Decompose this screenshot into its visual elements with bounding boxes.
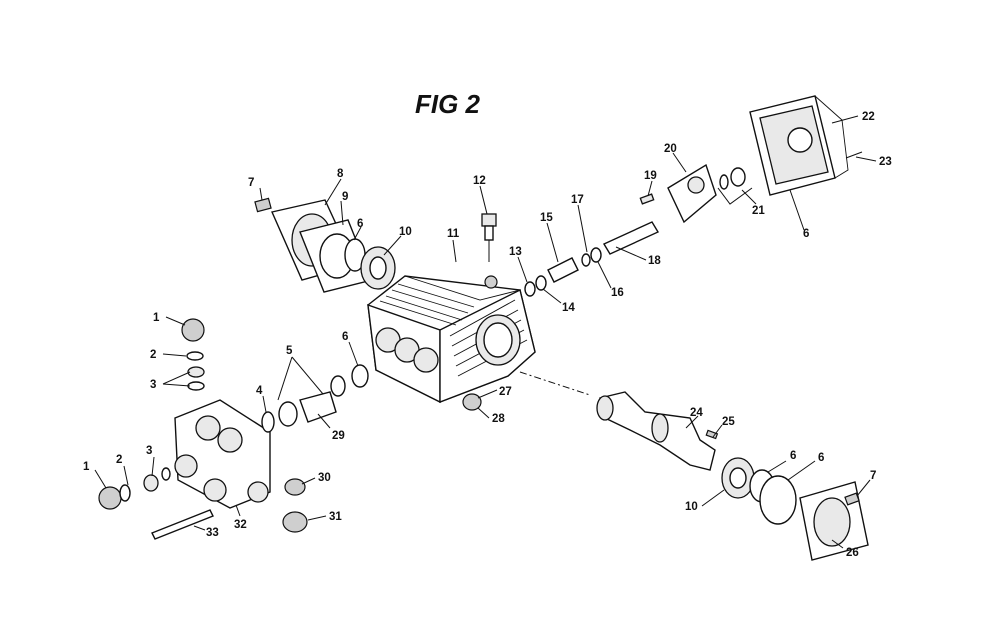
callout-label: 17: [571, 194, 584, 206]
callout-label: 1: [83, 461, 90, 473]
callout-label: 1: [153, 312, 160, 324]
callout-label: 29: [332, 430, 345, 442]
callout-label: 23: [879, 156, 892, 168]
oil-dipstick: [481, 213, 497, 262]
rear-cover: [749, 95, 863, 196]
axis-line: [519, 371, 591, 396]
manifold-group: [98, 318, 308, 540]
callout-label: 21: [752, 205, 765, 217]
callout-label: 32: [234, 519, 247, 531]
callout-label: 31: [329, 511, 342, 523]
connecting-rod-group: [667, 163, 746, 224]
callout-label: 9: [342, 191, 348, 203]
callout-label: 25: [722, 416, 735, 428]
part-drawings: [98, 95, 869, 561]
callout-label: 6: [790, 450, 796, 462]
callout-label: 27: [499, 386, 512, 398]
callout-label: 10: [685, 501, 698, 513]
callout-labels: 1 2 3 1 2 3 4 5 6 7 8 9 6 10 11 12 13 14…: [83, 111, 892, 559]
callout-label: 6: [803, 228, 809, 240]
front-flange-group: [721, 457, 869, 561]
callout-label: 15: [540, 212, 553, 224]
callout-label: 3: [150, 379, 156, 391]
figure-title: FIG 2: [415, 89, 481, 119]
callout-label: 14: [562, 302, 575, 314]
callout-label: 19: [644, 170, 657, 182]
crankcase-housing: [367, 275, 536, 404]
callout-label: 6: [818, 452, 824, 464]
callout-label: 16: [611, 287, 624, 299]
crankshaft: [596, 391, 719, 471]
seal-pack-group: [261, 364, 482, 433]
callout-label: 6: [342, 331, 348, 343]
callout-label: 3: [146, 445, 152, 457]
leader-lines: [94, 115, 877, 549]
callout-label: 13: [509, 246, 522, 258]
callout-label: 30: [318, 472, 331, 484]
callout-label: 4: [256, 385, 263, 397]
rear-flange-group: [254, 197, 396, 293]
piston-group: [524, 193, 660, 297]
callout-label: 12: [473, 175, 486, 187]
callout-label: 10: [399, 226, 412, 238]
callout-label: 8: [337, 168, 344, 180]
callout-label: 6: [357, 218, 363, 230]
callout-label: 5: [286, 345, 293, 357]
callout-label: 2: [150, 349, 156, 361]
callout-label: 7: [870, 470, 876, 482]
callout-label: 33: [206, 527, 219, 539]
callout-label: 18: [648, 255, 661, 267]
callout-label: 2: [116, 454, 122, 466]
callout-label: 22: [862, 111, 875, 123]
callout-label: 26: [846, 547, 859, 559]
callout-label: 7: [248, 177, 254, 189]
callout-label: 28: [492, 413, 505, 425]
callout-label: 20: [664, 143, 677, 155]
callout-label: 24: [690, 407, 703, 419]
callout-label: 11: [447, 228, 460, 240]
